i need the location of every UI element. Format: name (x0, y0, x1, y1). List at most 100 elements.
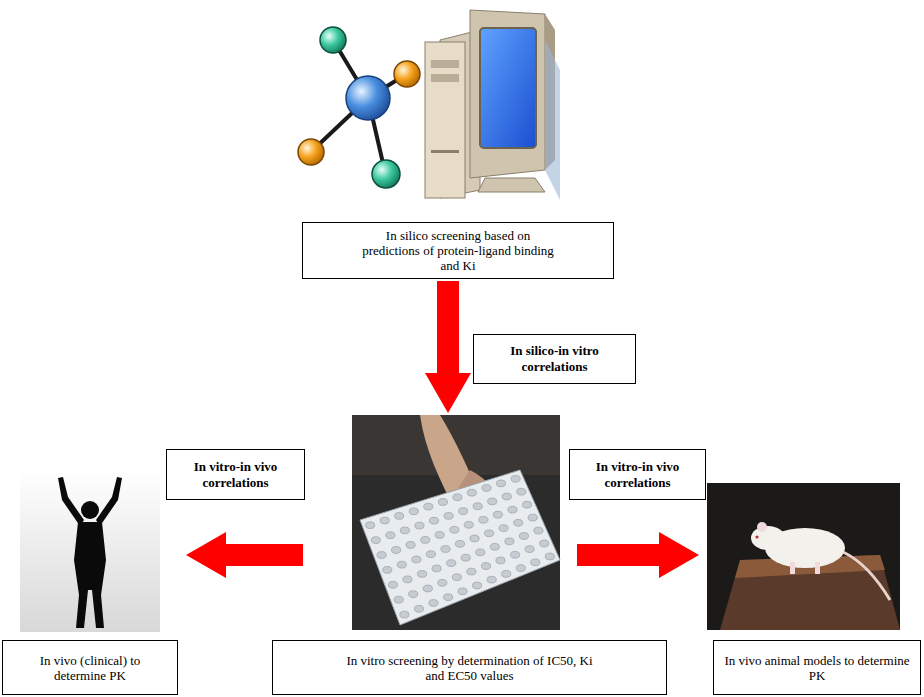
plate-well (441, 546, 450, 553)
plate-well (525, 546, 534, 553)
plate-well (455, 540, 464, 547)
plate-well (386, 532, 395, 539)
plate-well (429, 600, 438, 607)
plate-well (444, 594, 453, 601)
plate-well (464, 521, 473, 528)
plate-well (409, 591, 418, 598)
plate-well (487, 576, 496, 583)
process-box: In silico screening based on predictions… (302, 222, 614, 279)
plate-well (424, 503, 433, 510)
plate-well (516, 565, 525, 572)
plate-well (482, 485, 491, 492)
plate-well (514, 519, 523, 526)
plate-well (496, 557, 505, 564)
plate-well (453, 494, 462, 501)
plate-well (505, 538, 514, 545)
stage-node: In vivo animal models to determine PK (707, 483, 921, 695)
plate-well (540, 540, 549, 547)
plate-well (423, 585, 432, 592)
caption-box: In vitro screening by determination of I… (272, 640, 667, 695)
plate-well (414, 605, 423, 612)
plate-well (388, 581, 397, 588)
plate-well (418, 571, 427, 578)
plate-well (366, 522, 375, 529)
plate-well (380, 517, 389, 524)
plate-well (467, 489, 476, 496)
plate-well (406, 542, 415, 549)
plate-well (502, 493, 511, 500)
plate-well (499, 525, 508, 532)
node-text: In vivo animal models to determine PK (722, 653, 912, 683)
plate-well (517, 488, 526, 495)
node-text: In vivo (clinical) to determine PK (15, 653, 165, 683)
plate-well (412, 556, 421, 563)
plate-well (421, 537, 430, 544)
plate-well (394, 596, 403, 603)
block-arrow (186, 532, 303, 578)
computer-icon (425, 10, 560, 200)
plate-well (473, 582, 482, 589)
plate-well (476, 549, 485, 556)
edge-label: In silico-in vitro correlations (473, 334, 636, 384)
node-text: In vitro screening by determination of I… (340, 653, 600, 683)
plate-well (458, 588, 467, 595)
stage-node: In vivo (clinical) to determine PK (2, 468, 178, 695)
plate-well (479, 516, 488, 523)
plate-well (522, 501, 531, 508)
plate-well (452, 574, 461, 581)
plate-well (508, 506, 517, 513)
caption-box: In vivo (clinical) to determine PK (2, 640, 178, 695)
plate-well (459, 508, 468, 515)
plate-well (429, 517, 438, 524)
edge-label: In vitro-in vivo correlations (569, 449, 706, 500)
plate-well (534, 527, 543, 534)
plate-well (531, 559, 540, 566)
plate-well (438, 499, 447, 506)
plate-well (377, 552, 386, 559)
plate-well (502, 571, 511, 578)
plate-well (400, 527, 409, 534)
plate-well (545, 553, 554, 560)
plate-well (395, 513, 404, 520)
plate-well (400, 611, 409, 618)
plate-well (488, 498, 497, 505)
molecule-icon (298, 27, 420, 188)
plate-well (485, 530, 494, 537)
plate-well (473, 503, 482, 510)
plate-well (511, 475, 520, 482)
edge-label: In vitro-in vivo correlations (166, 449, 305, 500)
stage-node: In vitro screening by determination of I… (305, 415, 575, 695)
plate-well (467, 568, 476, 575)
plate-well (510, 551, 519, 558)
plate-well (409, 508, 418, 515)
plate-well (519, 533, 528, 540)
plate-well (415, 522, 424, 529)
plate-well (447, 560, 456, 567)
plate-well (461, 554, 470, 561)
plate-well (432, 565, 441, 572)
block-arrow (577, 532, 699, 578)
plate-well (383, 567, 392, 574)
person-figure (20, 470, 160, 632)
caption-box: In vivo animal models to determine PK (713, 640, 921, 695)
block-arrow (425, 281, 471, 413)
plate-well (528, 514, 537, 521)
rat-photo (707, 483, 900, 630)
plate-well (490, 543, 499, 550)
plate-well (496, 480, 505, 487)
plate-well (450, 526, 459, 533)
plate-well (371, 537, 380, 544)
node-text: In silico screening based on predictions… (356, 228, 561, 273)
plate-well (493, 511, 502, 518)
well-plate-photo (352, 415, 560, 630)
plate-well (392, 547, 401, 554)
plate-well (470, 535, 479, 542)
plate-well (481, 563, 490, 570)
plate-well (403, 576, 412, 583)
plate-well (426, 551, 435, 558)
plate-well (435, 532, 444, 539)
plate-well (444, 513, 453, 520)
plate-well (438, 579, 447, 586)
